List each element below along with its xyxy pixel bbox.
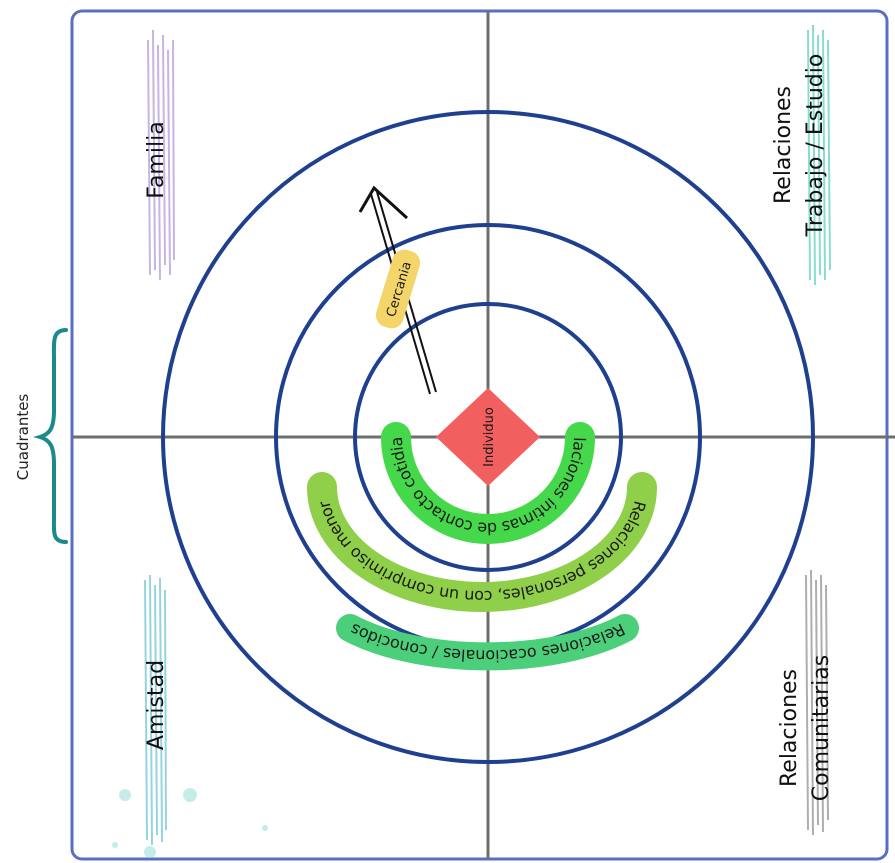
label-comunitarias-line1: Relaciones — [777, 669, 802, 787]
cuadrantes-label: Cuadrantes — [14, 394, 32, 481]
band-middle — [307, 472, 657, 612]
individuo-label: Individuo — [482, 407, 497, 467]
band-outer — [336, 614, 639, 671]
familia-brush — [147, 29, 175, 281]
trabajo-brush — [807, 24, 831, 286]
ring-inner — [353, 302, 623, 572]
paint-splatter — [112, 788, 268, 858]
label-familia: Familia — [144, 121, 169, 198]
label-trabajo-line2: Trabajo / Estudio — [803, 54, 828, 238]
brace-icon — [33, 328, 68, 544]
individuo-diamond — [436, 388, 540, 486]
band-inner — [381, 422, 595, 544]
amistad-brush — [144, 574, 167, 846]
label-amistad: Amistad — [144, 660, 169, 750]
ring-outer — [161, 110, 815, 764]
label-comunitarias-line2: Comunitarias — [809, 655, 834, 801]
label-trabajo-line1: Relaciones — [771, 86, 796, 204]
comunitarias-brush — [805, 569, 829, 836]
